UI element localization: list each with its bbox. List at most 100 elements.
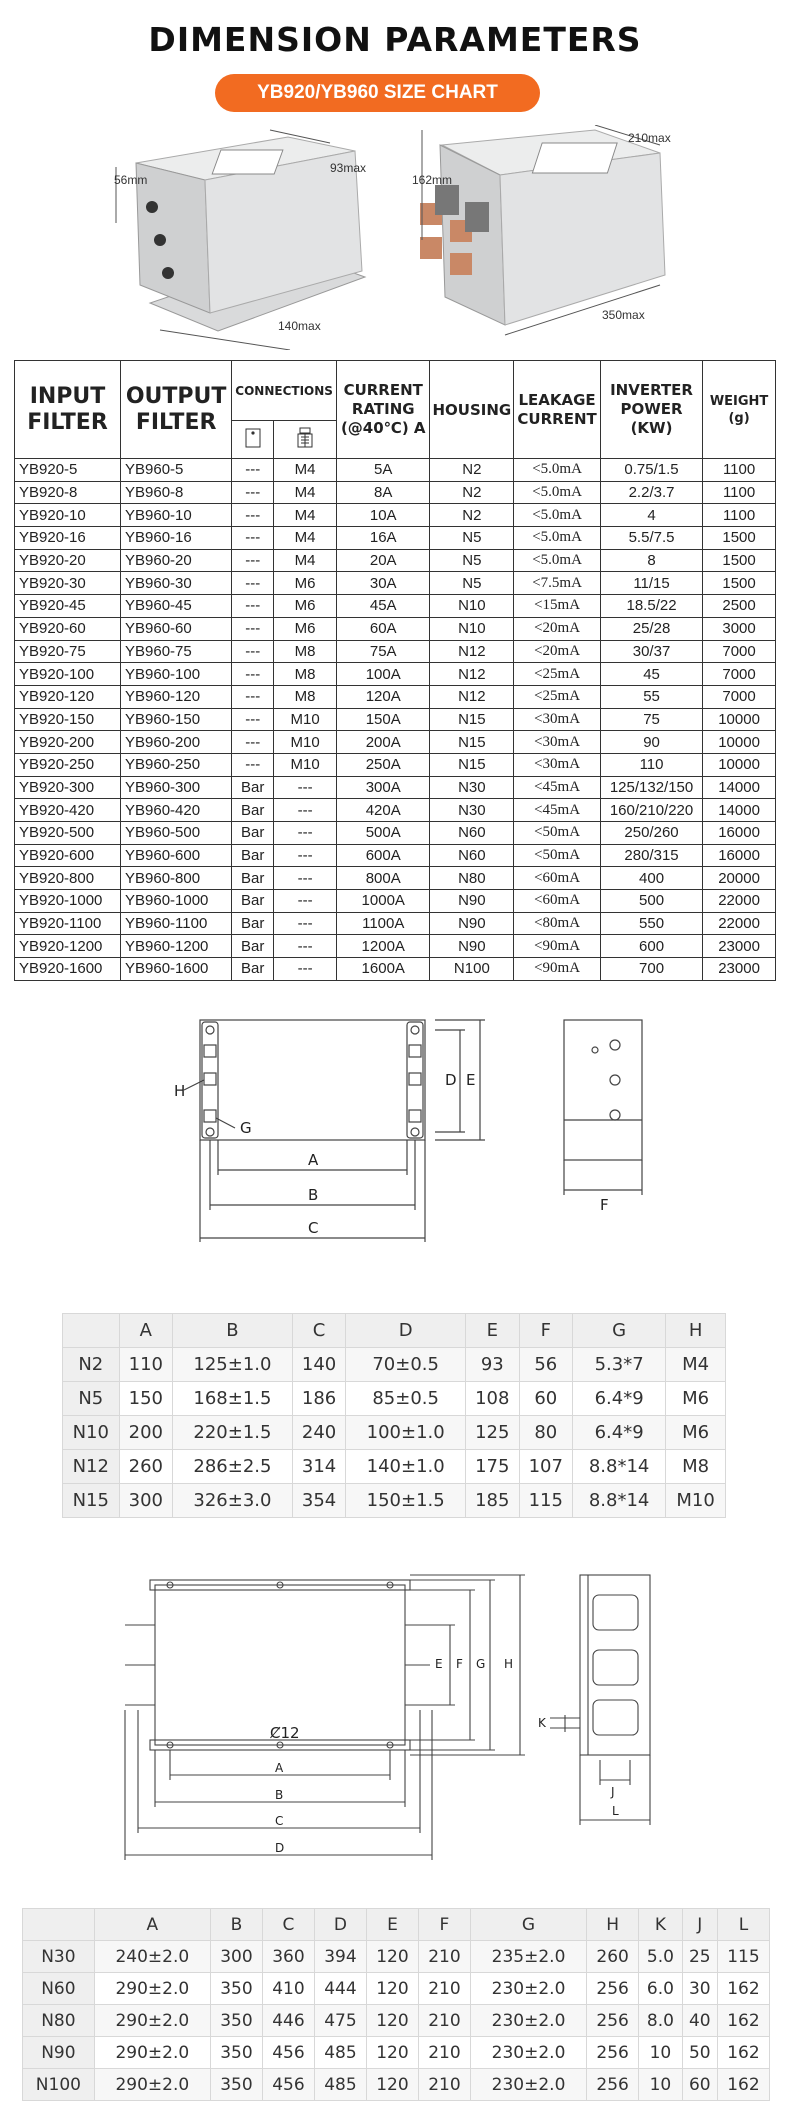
label-e: E (466, 1071, 475, 1089)
label-h: H (174, 1082, 185, 1100)
spec-cell: N5 (429, 526, 515, 550)
spec-cell: M6 (273, 594, 337, 618)
header-housing: HOUSING (429, 360, 515, 459)
spec-cell: N12 (429, 639, 515, 664)
label2-h: H (504, 1657, 513, 1671)
spec-cell: 7000 (702, 639, 776, 664)
spec-cell: N60 (429, 821, 515, 845)
spec-cell: 4 (599, 503, 704, 528)
dim-cell: 120 (365, 2036, 419, 2069)
spec-cell: N2 (429, 480, 515, 505)
spec-cell: 55 (599, 684, 704, 709)
spec-cell: 7000 (702, 684, 776, 709)
dim-row-header: N80 (22, 2004, 95, 2037)
spec-cell: 10000 (702, 752, 776, 777)
spec-cell: Bar (231, 889, 275, 913)
label2-f: F (456, 1657, 463, 1671)
spec-cell: 1100 (702, 480, 776, 505)
spec-cell: Bar (231, 866, 275, 891)
dim-cell: 140 (291, 1347, 347, 1382)
spec-cell: YB920-1100 (14, 911, 121, 936)
spec-cell: YB920-16 (14, 526, 121, 550)
spec-cell: Bar (231, 775, 275, 800)
spec-cell: 1500 (702, 571, 776, 596)
dim-cell: 410 (261, 1972, 315, 2005)
spec-cell: N90 (429, 934, 515, 959)
spec-cell: YB960-1200 (119, 934, 233, 959)
dim-header-cell: C (291, 1313, 347, 1348)
spec-cell: M4 (273, 458, 337, 482)
dim-header-cell: B (209, 1908, 263, 1941)
dim-cell: 485 (313, 2068, 367, 2101)
spec-cell: --- (273, 798, 337, 822)
spec-cell: N10 (429, 594, 515, 618)
spec-cell: <15mA (513, 594, 601, 618)
spec-cell: Bar (231, 843, 275, 868)
housing-drawing-n30-n100: A B C D E F G H K J L Ȼ12 (124, 1574, 651, 1860)
spec-cell: 250/260 (599, 821, 704, 845)
spec-cell: 400 (599, 866, 704, 891)
spec-cell: 22000 (702, 911, 776, 936)
spec-cell: 22000 (702, 889, 776, 913)
dim-cell: 354 (291, 1483, 347, 1518)
dim-cell: 240±2.0 (93, 1940, 211, 1973)
spec-cell: <25mA (513, 684, 601, 709)
dim-cell: 40 (681, 2004, 718, 2037)
spec-cell: N2 (429, 458, 515, 482)
dim-cell: 186 (291, 1381, 347, 1416)
dim-row-header: N30 (22, 1940, 95, 1973)
spec-cell: <60mA (513, 866, 601, 891)
spec-cell: M4 (273, 503, 337, 528)
spec-cell: 1500 (702, 548, 776, 573)
spec-cell: 1200A (335, 934, 431, 959)
label2-k: K (538, 1716, 547, 1730)
label2-d: D (275, 1841, 284, 1855)
spec-cell: YB960-120 (119, 684, 233, 709)
spec-cell: YB920-800 (14, 866, 121, 891)
dim-cell: 240 (291, 1415, 347, 1450)
spec-cell: <50mA (513, 843, 601, 868)
spec-cell: YB920-10 (14, 503, 121, 528)
spec-cell: 14000 (702, 798, 776, 822)
dim-row-header: N60 (22, 1972, 95, 2005)
spec-cell: 23000 (702, 957, 776, 981)
spec-cell: YB960-16 (119, 526, 233, 550)
dim-cell: 30 (681, 1972, 718, 2005)
header-connections: CONNECTIONS (231, 360, 337, 421)
spec-cell: --- (231, 684, 275, 709)
spec-cell: <20mA (513, 639, 601, 664)
spec-cell: 200A (335, 730, 431, 754)
dim-cell: 120 (365, 1940, 419, 1973)
dim-cell: 115 (518, 1483, 574, 1518)
spec-cell: 800A (335, 866, 431, 891)
spec-cell: --- (273, 866, 337, 891)
spec-cell: YB960-5 (119, 458, 233, 482)
spec-cell: N15 (429, 752, 515, 777)
small-width-label: 93max (330, 161, 367, 175)
spec-cell: --- (273, 957, 337, 981)
spec-cell: N100 (429, 957, 515, 981)
large-length-label: 350max (602, 308, 645, 322)
dim-cell: 56 (518, 1347, 574, 1382)
label2-g: G (476, 1657, 485, 1671)
spec-cell: 30A (335, 571, 431, 596)
spec-cell: <5.0mA (513, 503, 601, 528)
spec-cell: YB920-150 (14, 707, 121, 732)
spec-cell: <30mA (513, 707, 601, 732)
spec-cell: <30mA (513, 752, 601, 777)
spec-cell: M4 (273, 548, 337, 573)
spec-cell: --- (273, 775, 337, 800)
